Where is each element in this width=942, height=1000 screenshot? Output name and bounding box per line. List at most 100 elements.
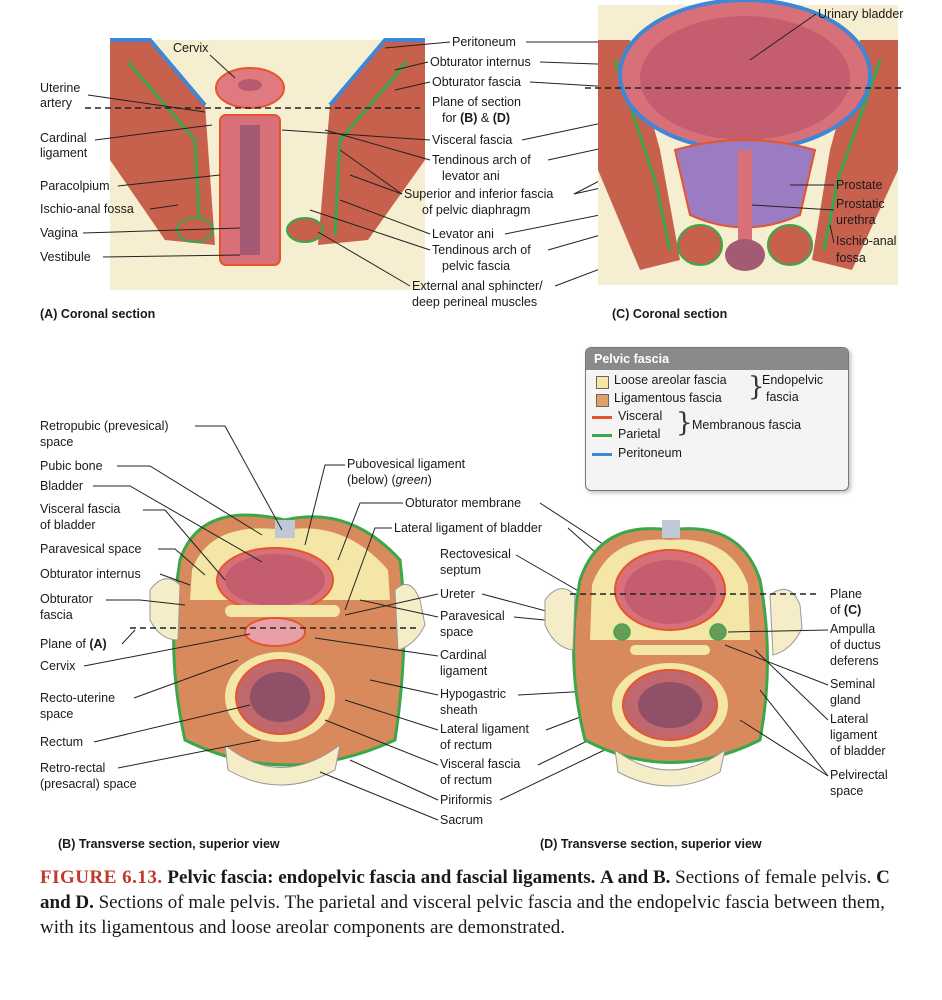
panel-b-left-bone (149, 578, 181, 641)
label-obturator-membrane: Obturator membrane (405, 496, 521, 510)
panel-d-rectum-mucosa (638, 682, 702, 728)
leader-ischio-anal-a (149, 204, 179, 210)
label-ampulla-2: of ductus (830, 638, 881, 652)
panel-d-left-bone (544, 588, 576, 651)
panel-d-sacrum (614, 748, 726, 787)
leader-rectum (93, 704, 251, 743)
label-pelvirectal-2: space (830, 784, 863, 798)
legend-peritoneum: Peritoneum (618, 446, 682, 460)
leader-lat-rectum-left (344, 699, 439, 731)
panel-a-vaginal-lumen (240, 125, 260, 255)
leader-peritoneum-left (384, 41, 451, 49)
label-prostatic-1: Prostatic (836, 197, 885, 211)
label-lat-rectum-1: Lateral ligament (440, 722, 529, 736)
caption-ab-text: Sections of female pelvis. (675, 867, 872, 888)
label-visc-rectum-1: Visceral fascia (440, 757, 520, 771)
label-obt-fascia-1: Obturator (40, 592, 93, 606)
panel-d-pubic-symphysis (662, 520, 680, 538)
leader-vestibule (102, 254, 241, 258)
label-cardinal-1: Cardinal (40, 131, 87, 145)
legend-endopelvic-2: fascia (766, 390, 799, 404)
panel-a-peritoneum-right (328, 38, 425, 107)
label-seminal-1: Seminal (830, 677, 875, 691)
caption-cd-bold: C and D. (40, 867, 890, 913)
label-ext-anal-1: External anal sphincter/ (412, 279, 543, 293)
label-cardinal-2: ligament (40, 146, 88, 160)
label-bladder: Bladder (40, 479, 83, 493)
leader-visc-bladder (143, 509, 226, 581)
label-cervix-b: Cervix (40, 659, 76, 673)
legend-brace-membranous: } (676, 408, 693, 438)
leader-lateral-d (754, 649, 829, 721)
panel-b-right-bone (394, 583, 426, 651)
leader-obt-fascia-b (106, 599, 186, 606)
label-levator-ani: Levator ani (432, 227, 494, 241)
label-sup-inf-1: Superior and inferior fascia (404, 187, 553, 201)
leader-sup-inf-left-a (339, 149, 403, 195)
label-ampulla-1: Ampulla (830, 622, 875, 636)
label-pubovesical-2: (below) (green) (347, 473, 432, 487)
label-obturator-internus-b: Obturator internus (40, 567, 141, 581)
label-pelvirectal-1: Pelvirectal (830, 768, 888, 782)
legend-parietal: Parietal (618, 427, 661, 441)
panel-c-bladder-lumen (640, 16, 850, 140)
label-lateral-d-1: Lateral (830, 712, 868, 726)
label-paracolpium: Paracolpium (40, 179, 109, 193)
panel-c-urethra (738, 150, 752, 240)
panel-a-right-muscle (318, 40, 425, 245)
center-b-label-column: Pubovesical ligament (below) (green) Obt… (304, 457, 661, 827)
legend-brace-endopelvic: } (748, 372, 765, 402)
leader-paravesical-left (359, 599, 439, 618)
leader-levator-left (339, 199, 431, 235)
label-paravesical-b: Paravesical space (40, 542, 141, 556)
panel-d-illustration (544, 520, 820, 787)
legend-title: Pelvic fascia (586, 348, 848, 370)
label-plane-a: Plane of (A) (40, 637, 107, 651)
label-ext-anal-2: deep perineal muscles (412, 295, 537, 309)
panel-c-parietal-right (822, 59, 882, 251)
label-cervix-a: Cervix (173, 41, 209, 55)
panel-c-left-sphincter (677, 224, 723, 266)
label-seminal-2: gland (830, 693, 861, 707)
label-obt-fascia-2: fascia (40, 608, 73, 622)
label-rectovesical-2: septum (440, 563, 481, 577)
leader-sup-inf-left-b (349, 174, 403, 195)
leader-hypogastric-left (369, 679, 439, 696)
panel-c-left-muscle (598, 40, 680, 270)
caption-figure-number: FIGURE 6.13. (40, 867, 163, 888)
panel-b-rectum-mucosa (250, 672, 310, 722)
leader-obturator-membrane (337, 502, 403, 561)
label-tendinous-2: levator ani (442, 169, 500, 183)
label-hypogastric-2: sheath (440, 703, 478, 717)
leader-ischio-c (829, 224, 835, 244)
leader-piriformis-right (499, 744, 616, 801)
label-sacrum: Sacrum (440, 813, 483, 827)
label-ischio-2: fossa (836, 251, 866, 265)
leader-tend-pelvic-left (309, 209, 431, 251)
panel-c-right-sphincter (767, 224, 813, 266)
legend-loose: Loose areolar fascia (614, 373, 727, 387)
leader-visceral-fascia-left (281, 129, 431, 141)
leader-paravesical-b (158, 548, 206, 576)
label-ischio-1: Ischio-anal (836, 234, 896, 248)
caption-title: Pelvic fascia: endopelvic fascia and fas… (167, 867, 596, 888)
label-lateral-ligament: Lateral ligament of bladder (394, 521, 542, 535)
label-paravesical-1: Paravesical (440, 609, 505, 623)
label-rectum: Rectum (40, 735, 83, 749)
leader-recto-uterine (133, 659, 239, 699)
panel-a-right-small-muscle (286, 217, 324, 243)
panel-d-title: (D) Transverse section, superior view (540, 837, 762, 851)
label-ampulla-3: deferens (830, 654, 879, 668)
leader-pubic-bone (117, 465, 263, 536)
panel-d-right-ampulla (709, 623, 727, 641)
label-tend-pelvic-2: pelvic fascia (442, 259, 510, 273)
panel-a-illustration (85, 38, 425, 290)
label-prostate: Prostate (836, 178, 883, 192)
panel-b-cervix (244, 617, 306, 647)
panel-b-sacrum (224, 743, 341, 786)
panel-d-bladder-lumen (624, 560, 716, 624)
leader-visc-rectum-left (324, 719, 439, 766)
label-peritoneum: Peritoneum (452, 35, 516, 49)
label-cardinal-b-1: Cardinal (440, 648, 487, 662)
panel-a-parietal-right (333, 61, 409, 236)
